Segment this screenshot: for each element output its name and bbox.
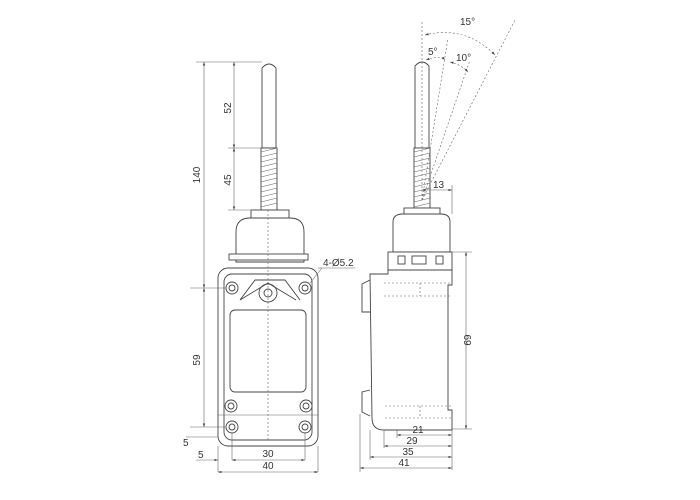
deflection-angles: 15° 5° 10° — [421, 17, 516, 201]
side-dimensions: 13 69 21 29 35 41 — [359, 180, 472, 472]
dim-35: 35 — [402, 447, 414, 458]
dim-21: 21 — [412, 425, 424, 436]
angle-10: 10° — [456, 53, 471, 64]
front-dome — [235, 217, 305, 263]
front-view: 140 52 45 59 5 5 30 40 4-Ø5.2 — [183, 61, 355, 474]
side-view: 15° 5° 10° 13 69 21 29 35 41 — [359, 17, 516, 472]
angle-15: 15° — [460, 17, 475, 28]
dim-41: 41 — [398, 458, 410, 469]
dim-40: 40 — [262, 461, 274, 472]
side-cap-base — [403, 207, 441, 215]
dim-5-vertical: 5 — [183, 438, 189, 449]
dim-29: 29 — [406, 436, 418, 447]
front-dimensions: 140 52 45 59 5 5 30 40 4-Ø5.2 — [183, 61, 355, 474]
front-flange — [228, 253, 309, 261]
angle-5: 5° — [428, 47, 438, 58]
dim-30: 30 — [262, 449, 274, 460]
front-spring — [260, 147, 278, 211]
dim-5-horizontal: 5 — [198, 450, 204, 461]
dim-140: 140 — [192, 166, 203, 183]
dim-13: 13 — [433, 180, 445, 191]
side-dome — [392, 213, 451, 253]
dim-52: 52 — [223, 102, 234, 114]
side-rod — [414, 61, 430, 149]
front-cap-base — [250, 209, 290, 219]
front-rod — [261, 63, 277, 149]
dim-45: 45 — [223, 174, 234, 186]
dim-59: 59 — [192, 354, 203, 366]
hole-callout: 4-Ø5.2 — [323, 258, 354, 269]
dim-69: 69 — [461, 334, 472, 346]
